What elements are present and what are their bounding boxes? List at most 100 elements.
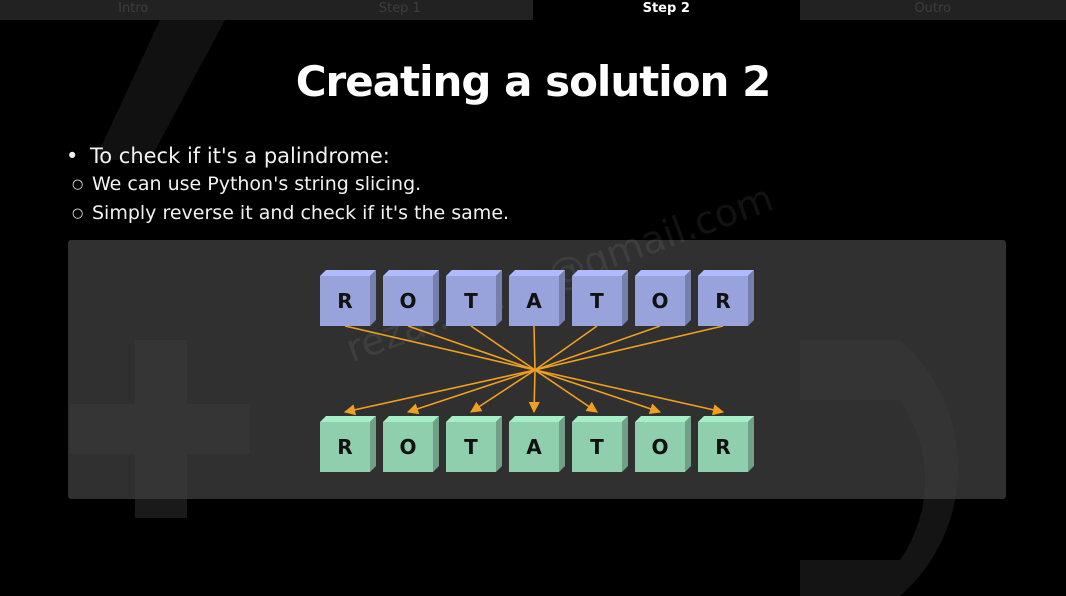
cube-top-face: [509, 270, 565, 276]
cube-top-face: [320, 416, 376, 422]
tab-outro[interactable]: Outro: [799, 0, 1066, 20]
cube-front-face: [572, 276, 622, 326]
bottom-cube-2: T: [446, 416, 502, 472]
bullet-sub-1-text: We can use Python's string slicing.: [92, 173, 422, 195]
tab-step-1[interactable]: Step 1: [266, 0, 533, 20]
arrow-out-2: [470, 369, 536, 413]
arrow-out-5: [534, 369, 662, 415]
cube-front-face: [383, 422, 433, 472]
top-cube-6: R: [698, 270, 754, 326]
cube-top-face: [698, 270, 754, 276]
cube-top-face: [509, 416, 565, 422]
tab-bar: Intro Step 1 Step 2 Outro: [0, 0, 1066, 20]
bottom-cube-3: A: [509, 416, 565, 472]
arrow-in-6: [534, 325, 724, 371]
cube-front-face: [383, 276, 433, 326]
cube-top-face: [320, 270, 376, 276]
cube-letter: R: [337, 435, 352, 459]
arrow-in-3: [533, 325, 536, 371]
slide-title: Creating a solution 2: [295, 57, 772, 106]
arrow-group: [343, 325, 725, 416]
cube-front-face: [572, 422, 622, 472]
cube-front-face: [446, 276, 496, 326]
tab-step-2[interactable]: Step 2: [533, 0, 800, 20]
cube-side-face: [748, 416, 754, 472]
cube-top-face: [635, 416, 691, 422]
bullet-sub-2: ○ Simply reverse it and check if it's the…: [66, 199, 509, 228]
bullet-dot-icon: •: [66, 144, 79, 168]
cube-front-face: [446, 422, 496, 472]
cube-side-face: [622, 270, 628, 326]
cube-letter: A: [526, 435, 542, 459]
cube-side-face: [370, 416, 376, 472]
bullet-sub-2-text: Simply reverse it and check if it's the …: [92, 202, 510, 224]
cube-letter: O: [399, 289, 416, 313]
cube-front-face: [509, 422, 559, 472]
bottom-cube-5: O: [635, 416, 691, 472]
cube-side-face: [496, 270, 502, 326]
bullet-sub-1: ○ We can use Python's string slicing.: [66, 170, 509, 199]
cube-letter: R: [337, 289, 352, 313]
arrow-out-6: [534, 369, 725, 416]
bullet-circle-icon: ○: [72, 206, 84, 221]
top-cube-2: T: [446, 270, 502, 326]
cube-front-face: [698, 276, 748, 326]
cube-letter: T: [590, 289, 604, 313]
arrow-out-1: [406, 369, 536, 415]
bg-slash-shape: [95, 20, 225, 160]
bullet-circle-icon: ○: [72, 177, 84, 192]
cube-side-face: [748, 270, 754, 326]
cube-side-face: [685, 416, 691, 472]
bottom-cube-1: O: [383, 416, 439, 472]
top-cube-1: O: [383, 270, 439, 326]
arrow-in-1: [407, 325, 536, 371]
bullet-list: • To check if it's a palindrome: ○ We can …: [66, 142, 509, 228]
cube-letter: T: [464, 289, 478, 313]
top-cube-5: O: [635, 270, 691, 326]
cube-top-face: [572, 416, 628, 422]
cube-letter: R: [715, 435, 730, 459]
cube-side-face: [433, 270, 439, 326]
cube-front-face: [698, 422, 748, 472]
cube-top-face: [698, 416, 754, 422]
cube-side-face: [370, 270, 376, 326]
top-cube-4: T: [572, 270, 628, 326]
cube-side-face: [622, 416, 628, 472]
cube-top-face: [446, 416, 502, 422]
cube-side-face: [559, 416, 565, 472]
cube-letter: R: [715, 289, 730, 313]
arrow-in-2: [470, 325, 536, 371]
tab-intro[interactable]: Intro: [0, 0, 267, 20]
cube-front-face: [635, 422, 685, 472]
cube-front-face: [635, 276, 685, 326]
cube-letter: T: [590, 435, 604, 459]
bottom-cube-0: R: [320, 416, 376, 472]
cube-side-face: [433, 416, 439, 472]
arrow-out-3: [528, 369, 540, 414]
cube-front-face: [320, 276, 370, 326]
bottom-cube-4: T: [572, 416, 628, 472]
cube-letter: O: [651, 435, 668, 459]
cube-side-face: [559, 270, 565, 326]
arrow-out-0: [343, 369, 536, 416]
top-cube-0: R: [320, 270, 376, 326]
cube-letter: T: [464, 435, 478, 459]
bullet-main-text: To check if it's a palindrome:: [90, 144, 390, 168]
cube-top-face: [383, 270, 439, 276]
cube-letter: A: [526, 289, 542, 313]
cube-top-face: [383, 416, 439, 422]
bottom-cube-6: R: [698, 416, 754, 472]
top-cube-3: A: [509, 270, 565, 326]
cube-side-face: [496, 416, 502, 472]
arrow-in-0: [344, 325, 536, 371]
cube-letter: O: [399, 435, 416, 459]
cube-top-face: [572, 270, 628, 276]
bullet-main: • To check if it's a palindrome:: [66, 142, 509, 170]
cube-front-face: [509, 276, 559, 326]
cube-top-face: [635, 270, 691, 276]
cube-front-face: [320, 422, 370, 472]
arrow-in-5: [534, 325, 661, 371]
